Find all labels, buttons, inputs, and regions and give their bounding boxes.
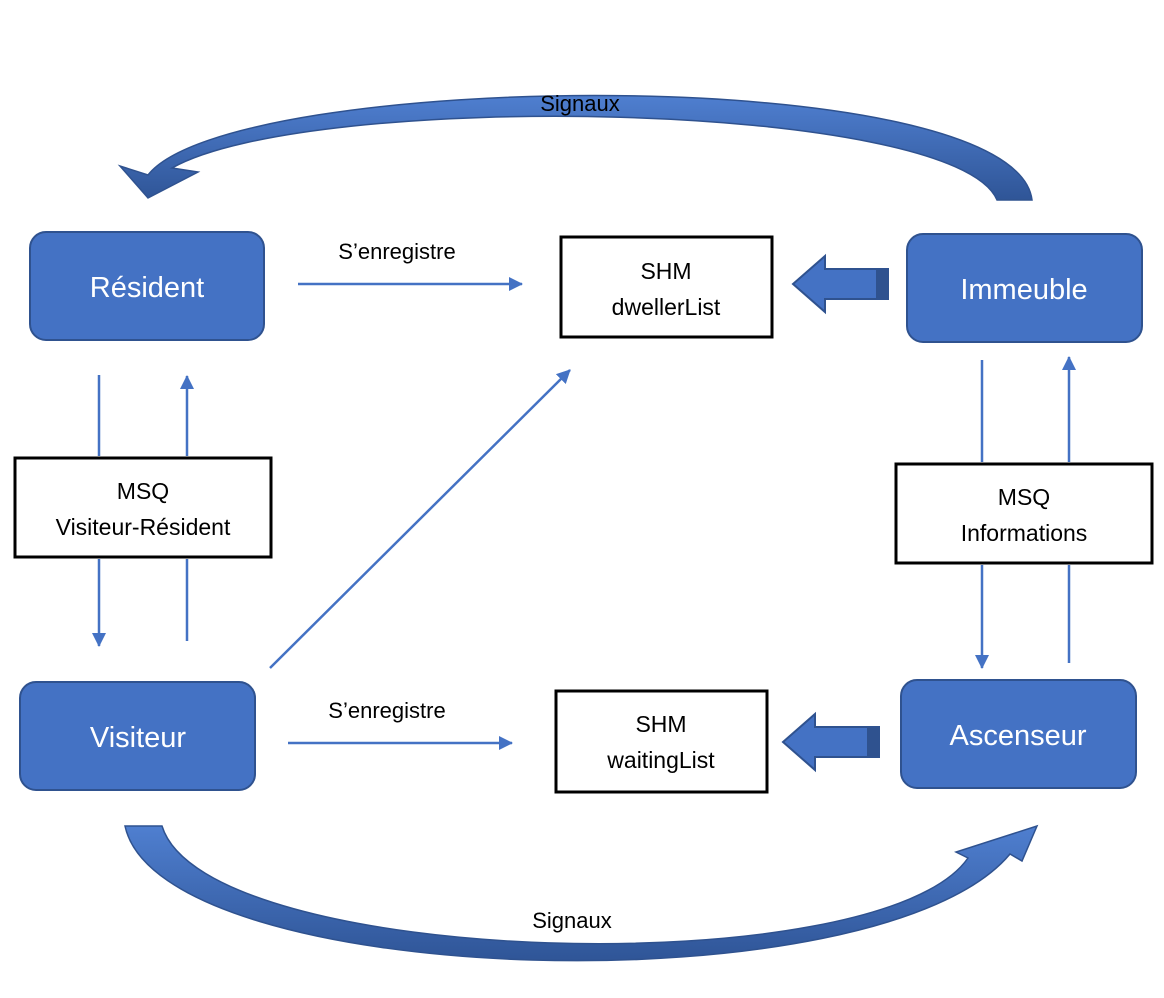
- block-arrow-ascenseur-to-waitinglist: [781, 711, 880, 773]
- node-visiteur: Visiteur: [19, 681, 256, 791]
- node-immeuble: Immeuble: [906, 233, 1143, 343]
- node-resident: Résident: [29, 231, 265, 341]
- node-ascenseur: Ascenseur: [900, 679, 1137, 789]
- node-ascenseur-label: Ascenseur: [949, 720, 1086, 752]
- label-senregistre-top: S’enregistre: [338, 239, 455, 264]
- node-immeuble-label: Immeuble: [960, 274, 1087, 306]
- box-shm-waitinglist-line2: waitingList: [606, 747, 715, 773]
- block-arrow-immeuble-to-dwellerlist: [791, 253, 889, 315]
- box-msq-visiteur-resident-line2: Visiteur-Résident: [56, 514, 231, 540]
- box-msq-visiteur-resident-line1: MSQ: [117, 478, 169, 504]
- node-resident-label: Résident: [90, 272, 204, 304]
- box-msq-informations: MSQ Informations: [894, 462, 1154, 565]
- node-visiteur-label: Visiteur: [90, 722, 187, 754]
- box-shm-waitinglist: SHM waitingList: [554, 689, 769, 794]
- box-msq-informations-line1: MSQ: [998, 484, 1050, 510]
- label-signaux-top: Signaux: [540, 91, 620, 116]
- connectors: [92, 277, 1076, 750]
- box-shm-dwellerlist-line1: SHM: [640, 258, 691, 284]
- label-signaux-bottom: Signaux: [532, 908, 612, 933]
- box-msq-informations-line2: Informations: [961, 520, 1088, 546]
- label-senregistre-bottom: S’enregistre: [328, 698, 445, 723]
- box-shm-dwellerlist-line2: dwellerList: [612, 294, 721, 320]
- arrow-visiteur-to-dwellerlist: [269, 369, 571, 669]
- curved-arrow-signaux-top: [117, 94, 1033, 201]
- curved-arrow-signaux-bottom: [124, 824, 1039, 962]
- box-msq-visiteur-resident: MSQ Visiteur-Résident: [13, 456, 273, 559]
- box-shm-dwellerlist: SHM dwellerList: [559, 235, 774, 339]
- box-shm-waitinglist-line1: SHM: [635, 711, 686, 737]
